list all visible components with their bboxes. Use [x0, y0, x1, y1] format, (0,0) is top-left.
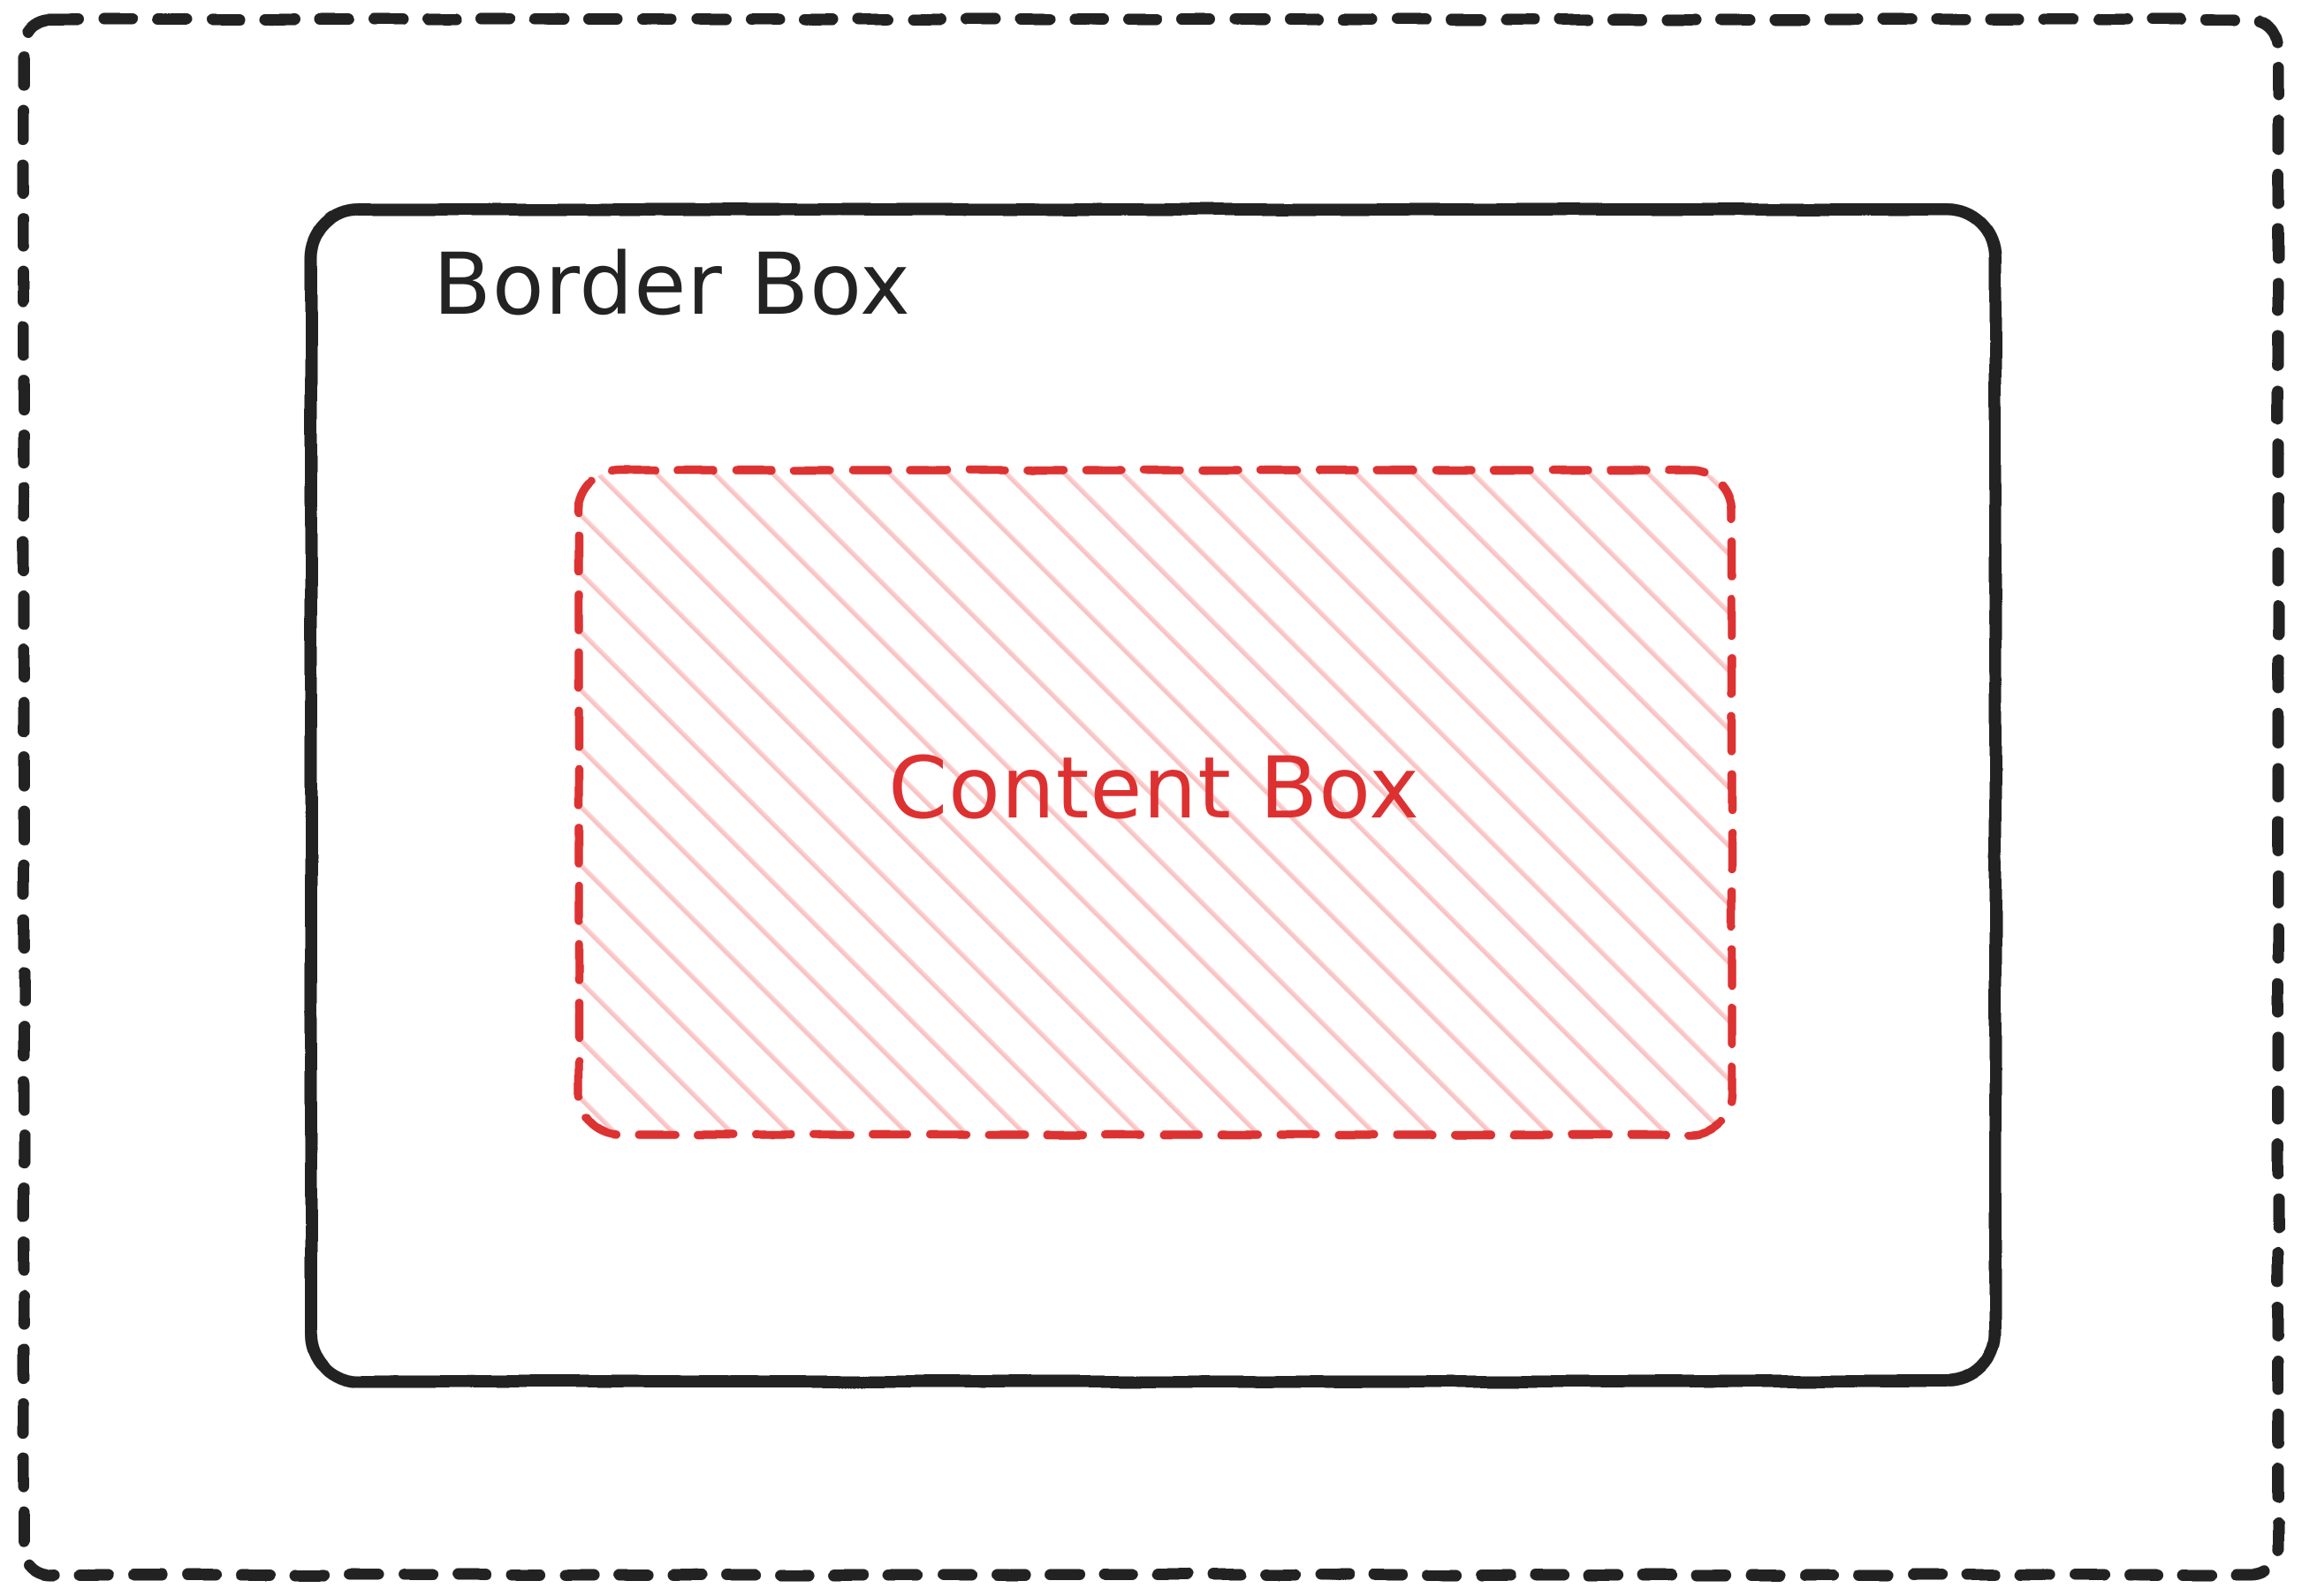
content-box-hatch-fill [579, 470, 1732, 1135]
content-box-outline [574, 466, 1736, 1139]
border-box-label: Border Box [433, 235, 911, 334]
border-box-outline [305, 203, 2002, 1387]
content-box-label: Content Box [888, 739, 1420, 838]
outer-margin-box-outline [18, 13, 2284, 1581]
content-box [574, 466, 1736, 1139]
border-box [305, 203, 2002, 1387]
outer-margin-box [18, 13, 2284, 1581]
